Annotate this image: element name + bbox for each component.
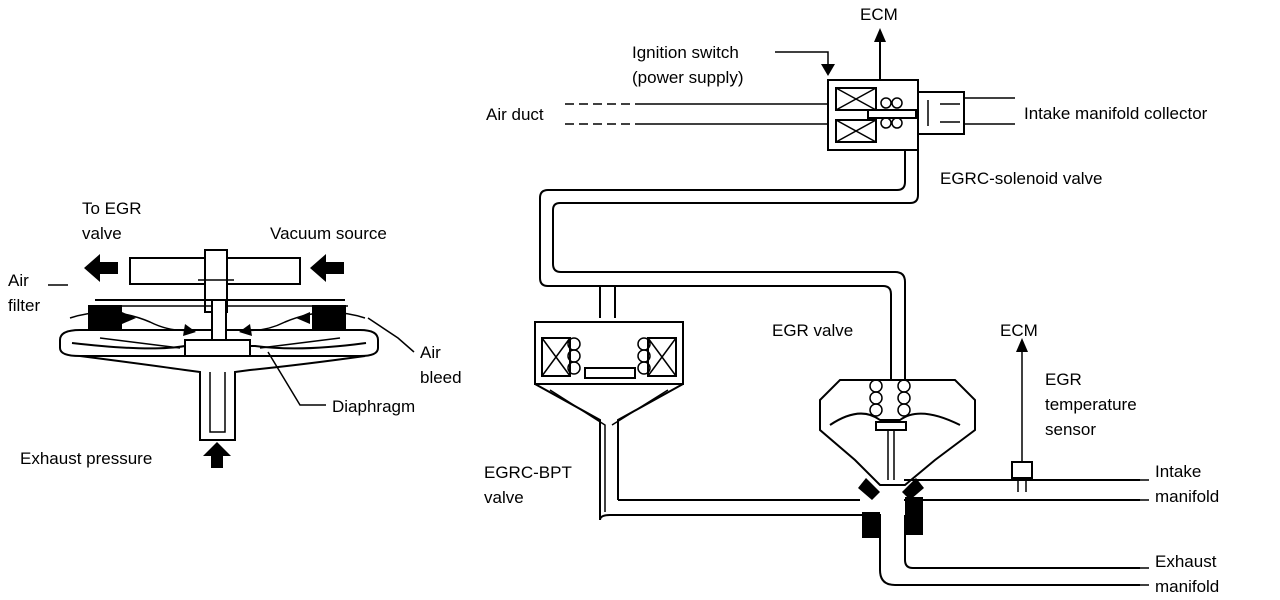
ignition-switch-leader — [775, 51, 829, 66]
egr-temp-label-2: temperature — [1045, 395, 1137, 414]
to-egr-valve-label-2: valve — [82, 224, 122, 243]
egrc-bpt-label-1: EGRC-BPT — [484, 463, 572, 482]
vacuum-source-arrow — [310, 254, 344, 282]
exhaust-pressure-label: Exhaust pressure — [20, 449, 152, 468]
intake-manifold-label-2: manifold — [1155, 487, 1219, 506]
air-duct-label: Air duct — [486, 105, 544, 124]
ignition-switch-label-1: Ignition switch — [632, 43, 739, 62]
air-filter-element-left — [88, 305, 122, 329]
bpt-valve-cross-section — [59, 249, 379, 441]
exhaust-inlet-funnel — [79, 355, 366, 441]
diaphragm-label: Diaphragm — [332, 397, 415, 416]
egrc-bpt-valve — [534, 321, 684, 520]
air-filter-element-right — [312, 305, 346, 329]
ignition-switch-label-2: (power supply) — [632, 68, 744, 87]
intake-manifold-collector-label: Intake manifold collector — [1024, 104, 1208, 123]
air-bleed-label-1: Air — [420, 343, 441, 362]
intake-manifold-label-1: Intake — [1155, 462, 1201, 481]
vacuum-hose-outer — [539, 150, 906, 400]
egr-temperature-sensor — [1011, 461, 1033, 479]
ecm-right-arrow — [1016, 338, 1028, 352]
egrc-solenoid-valve-label: EGRC-solenoid valve — [940, 169, 1103, 188]
egr-valve — [819, 379, 976, 500]
gasket-right — [905, 497, 923, 535]
ecm-top-label: ECM — [860, 5, 898, 24]
air-bleed-label-2: bleed — [420, 368, 462, 387]
air-bleed-leader — [367, 317, 415, 353]
egrc-solenoid-valve — [827, 79, 965, 151]
exhaust-pressure-arrow — [203, 442, 231, 468]
egr-temp-label-3: sensor — [1045, 420, 1096, 439]
vacuum-source-label: Vacuum source — [270, 224, 387, 243]
air-filter-label-1: Air — [8, 271, 29, 290]
egrc-bpt-label-2: valve — [484, 488, 524, 507]
egr-valve-label: EGR valve — [772, 321, 853, 340]
air-filter-label-2: filter — [8, 296, 40, 315]
exhaust-manifold-label-1: Exhaust — [1155, 552, 1217, 571]
ecm-right-label: ECM — [1000, 321, 1038, 340]
center-plate — [184, 339, 251, 357]
diaphragm-leader — [267, 351, 326, 406]
exhaust-manifold-label-2: manifold — [1155, 577, 1219, 596]
egr-temp-label-1: EGR — [1045, 370, 1082, 389]
ecm-top-arrow — [874, 28, 886, 42]
to-egr-valve-arrow — [84, 254, 118, 282]
egr-exhaust-pipe-outer — [599, 514, 1140, 586]
to-egr-valve-label-1: To EGR — [82, 199, 142, 218]
gasket-left — [862, 512, 880, 538]
vacuum-hose-inner — [552, 150, 919, 400]
